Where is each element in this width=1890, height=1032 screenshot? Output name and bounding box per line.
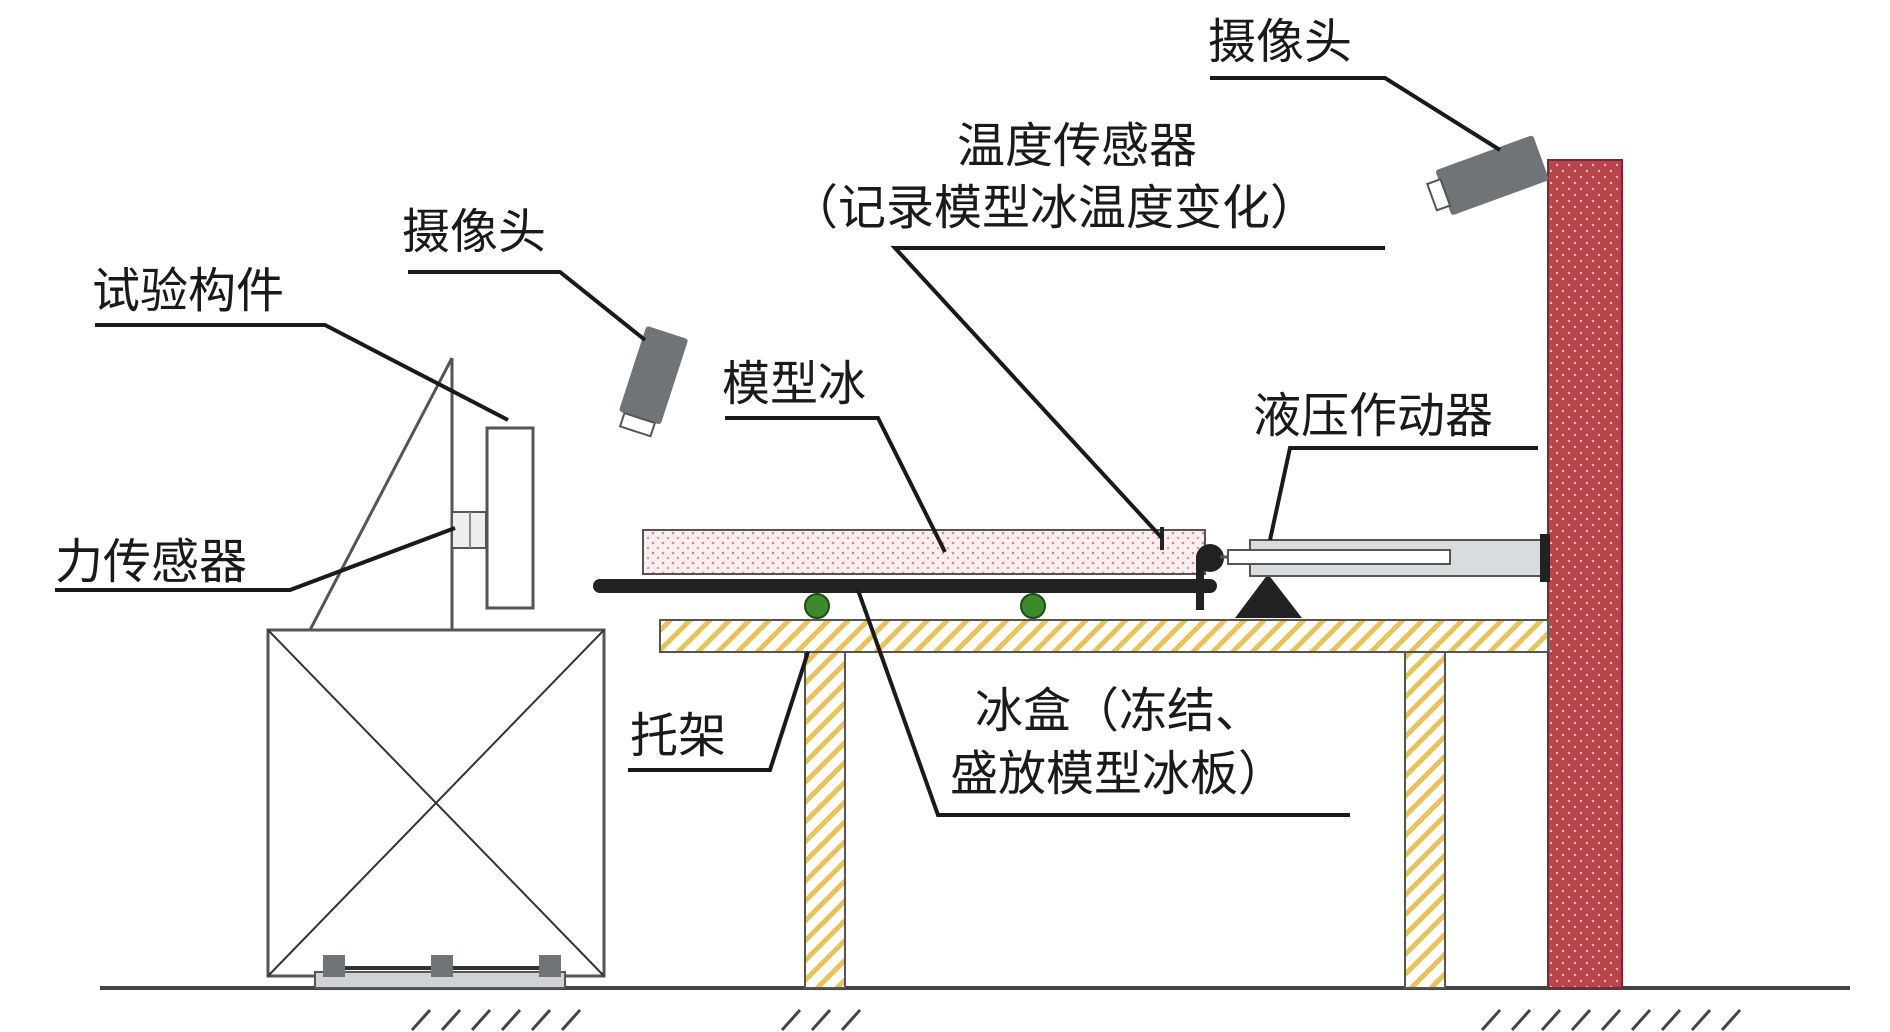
label-model-ice: 模型冰 (722, 356, 866, 412)
ice-box (593, 544, 1224, 610)
label-temp-sensor-line2: （记录模型冰温度变化） (790, 180, 1318, 236)
table-top (659, 619, 1549, 653)
reaction-wall (1547, 159, 1623, 989)
label-ice-box-line2: 盛放模型冰板） (950, 746, 1286, 802)
force-sensor (451, 511, 487, 549)
support-frame (266, 628, 606, 989)
support-wedge (1235, 574, 1302, 618)
label-camera-top: 摄像头 (1208, 14, 1352, 70)
camera-left (618, 326, 688, 438)
roller (1020, 593, 1046, 619)
label-hydraulic-actuator: 液压作动器 (1253, 388, 1493, 444)
label-temp-sensor-line1: 温度传感器 (957, 118, 1197, 174)
ground (100, 986, 1850, 1032)
table-leg-left (804, 651, 846, 989)
label-camera-left: 摄像头 (402, 204, 546, 260)
label-force-sensor: 力传感器 (55, 534, 247, 590)
roller (804, 593, 830, 619)
label-ice-box-line1: 冰盒（冻结、 (975, 683, 1263, 739)
label-bracket: 托架 (630, 708, 726, 764)
label-test-member: 试验构件 (92, 263, 284, 319)
leader-lines (55, 76, 1538, 817)
test-member (485, 426, 535, 610)
camera-top (1426, 135, 1549, 215)
hydraulic-actuator (1220, 534, 1550, 582)
table-leg-right (1404, 651, 1446, 989)
mast (308, 357, 454, 631)
model-ice (642, 529, 1206, 575)
